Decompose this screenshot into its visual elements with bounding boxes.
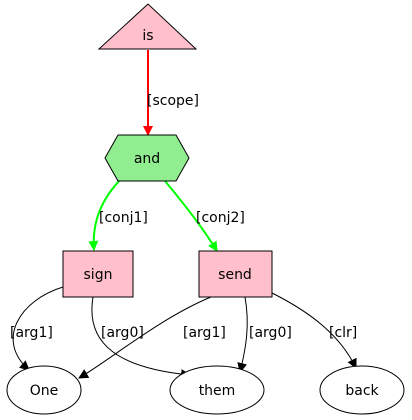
node-is: is <box>97 3 198 50</box>
box-shape <box>62 250 134 298</box>
edge-send-one: [arg1] <box>78 296 226 379</box>
edge-send-back: [clr] <box>271 292 357 369</box>
ellipse-shape <box>319 365 405 415</box>
edge-is-and: [scope] <box>143 50 199 136</box>
edge-line-conj1 <box>88 177 123 251</box>
edge-and-send: [conj2] <box>164 180 245 252</box>
box-shape <box>198 250 273 298</box>
edge-label-sign-arg0: [arg0] <box>101 325 144 341</box>
node-sign: sign <box>62 250 134 298</box>
edge-label-send-arg0: [arg0] <box>249 325 292 341</box>
node-label-back: back <box>345 383 379 399</box>
edge-line-send-clr <box>271 292 357 369</box>
node-label-them: them <box>199 383 236 399</box>
node-one: One <box>6 365 82 415</box>
node-and: and <box>104 134 190 182</box>
node-label-is: is <box>142 28 153 44</box>
edge-label-conj1: [conj1] <box>99 210 148 226</box>
edge-send-them: [arg0] <box>237 296 292 373</box>
edge-and-sign: [conj1] <box>88 177 148 251</box>
edge-label-conj2: [conj2] <box>196 210 245 226</box>
node-label-and: and <box>134 151 160 167</box>
edge-line-sign-arg1 <box>12 286 64 371</box>
edge-line-send-arg0 <box>237 296 248 373</box>
edge-sign-one: [arg1] <box>10 286 64 371</box>
edge-label-send-arg1: [arg1] <box>183 325 226 341</box>
edge-label-sign-arg1: [arg1] <box>10 325 53 341</box>
ellipse-shape <box>169 365 265 415</box>
node-send: send <box>198 250 273 298</box>
ellipse-shape <box>6 365 82 415</box>
edge-sign-them: [arg0] <box>91 296 191 380</box>
node-label-one: One <box>30 383 59 399</box>
node-them: them <box>169 365 265 415</box>
node-back: back <box>319 365 405 415</box>
edge-label-send-clr: [clr] <box>329 325 357 341</box>
hexagon-shape <box>104 134 190 182</box>
node-label-send: send <box>218 267 252 283</box>
edge-label-scope: [scope] <box>147 93 199 109</box>
edge-line-sign-arg0 <box>91 296 191 380</box>
edge-line-conj2 <box>164 180 218 252</box>
triangle-shape <box>97 3 198 50</box>
edge-line-send-arg1 <box>78 296 212 379</box>
node-label-sign: sign <box>84 267 113 283</box>
